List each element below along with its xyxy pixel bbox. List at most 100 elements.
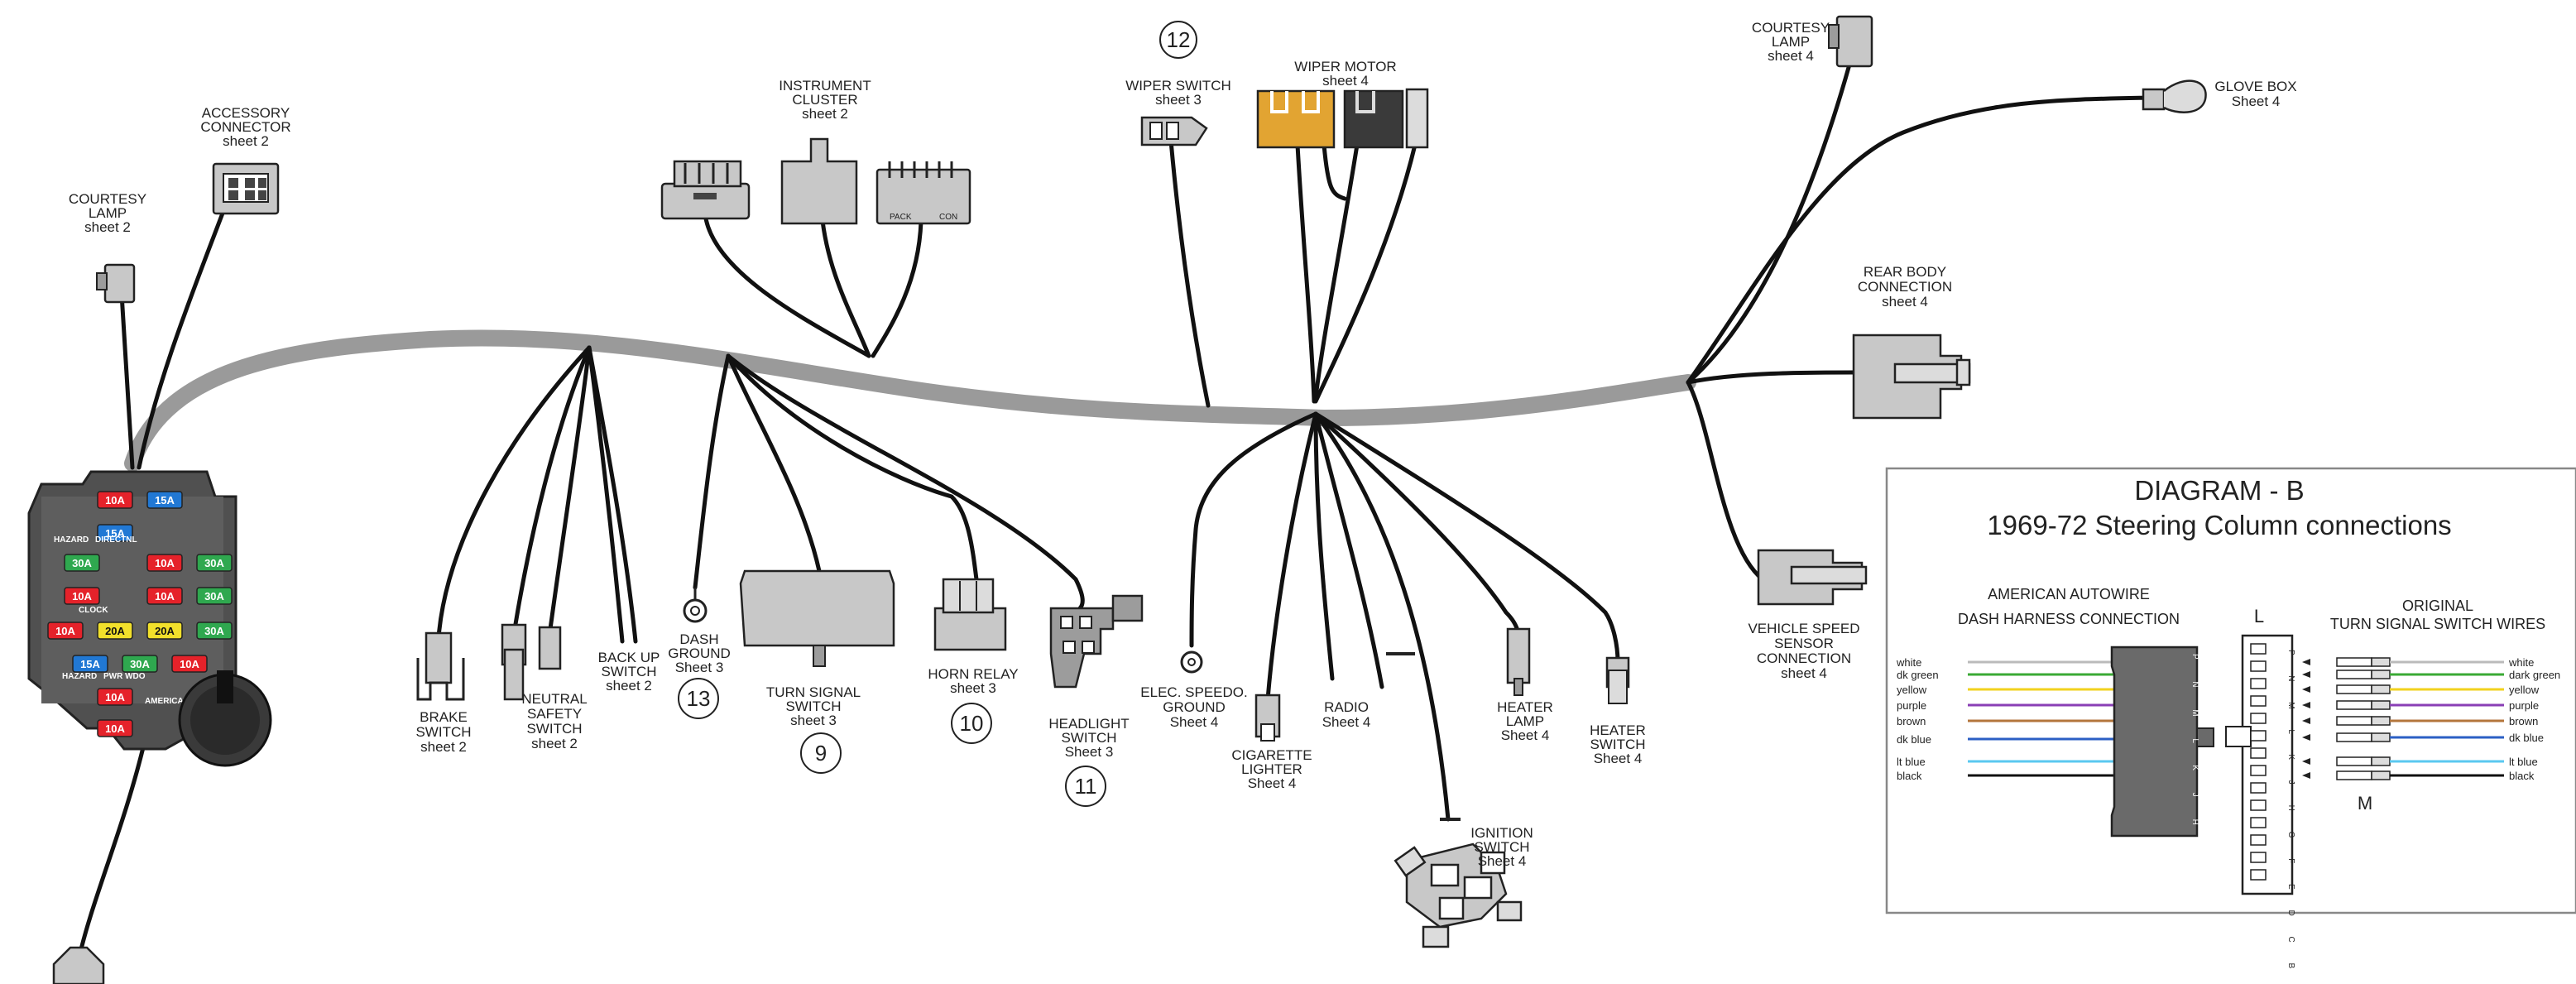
fuse-rating: 10A [105,494,125,506]
diagram-b-title: DIAGRAM - B [2134,475,2304,506]
fuse: 10A [97,688,133,706]
fuse: 20A [146,622,183,640]
left-wire-name: black [1897,770,1922,782]
fuse: 10A [64,587,100,605]
column-connector-teeth [2250,643,2267,881]
original-wire-terminal [2302,684,2391,694]
dash-harness-plug [2110,646,2199,838]
fuse-rating: 15A [80,658,100,670]
speedo-ground-terminal [1180,650,1203,674]
fuse: 10A [47,622,84,640]
left-wire-name: brown [1897,715,1926,727]
connector-tooth [2250,817,2267,828]
diagram-b-subtitle: 1969-72 Steering Column connections [1987,510,2451,540]
fuse-block-text-4: HAZARD [62,672,97,681]
diagram-b-box: DIAGRAM - B 1969-72 Steering Column conn… [1885,467,2576,984]
fuse-rating: 10A [155,557,175,569]
fuse-rating: 30A [204,557,224,569]
right-wire-name: white [2508,656,2534,669]
connector-tooth [2250,782,2267,794]
fuse-rating: 10A [155,590,175,602]
circle-12: 12 [1167,27,1191,52]
fuse: 30A [64,554,100,572]
pack-label: PACK [890,213,912,222]
connector-tooth [2250,747,2267,759]
right-wire-name: dark green [2509,669,2560,681]
fuse: 15A [97,524,133,542]
plug-pins: P N M L K J H G F E D [2190,654,2199,947]
fuse: 30A [122,655,158,673]
right-heading-2: TURN SIGNAL SWITCH WIRES [2330,616,2545,632]
wiper-motor-connectors [1256,88,1429,149]
right-wire-name: purple [2509,699,2539,712]
fuse-rating: 20A [155,625,175,637]
original-wire-terminal [2302,700,2391,710]
left-wire-name: white [1896,656,1921,669]
letter-m: M [2358,793,2372,814]
original-wire-terminal [2302,657,2391,667]
fuse-block: 10A 15A 15A 30A 10A 30A 10A 10A 30A 10A 20A 20A 30A 1… [27,470,272,984]
courtesy-lamp-left-connector [96,263,136,304]
connector-tooth [2250,643,2267,655]
fuse-rating: 15A [105,527,125,540]
ignition-switch-connector [1394,818,1523,948]
connector-tooth [2250,852,2267,863]
letter-l: L [2254,606,2264,626]
rear-body-connector [1852,334,1971,420]
fuse: 10A [97,719,133,737]
instrument-cluster-connectors: PACK CON [660,137,971,225]
accessory-connector [212,162,280,215]
column-pins: P N M L K J H G F E D C B A [2286,650,2295,984]
connector-tooth [2250,695,2267,707]
glove-box-connector [2142,79,2207,113]
sheet-reference-circles: 12 13 9 10 11 [678,21,1197,807]
fuse-block-text-3: CLOCK [79,606,108,615]
vehicle-speed-sensor-connector [1757,549,1868,606]
fuse: 20A [97,622,133,640]
horn-relay-connector [933,578,1007,651]
fuse-rating: 10A [105,722,125,735]
left-wire-name: lt blue [1897,756,1926,768]
left-wire-name: dk blue [1897,733,1931,746]
courtesy-lamp-top-connector [1828,15,1873,68]
circle-11: 11 [1075,774,1097,799]
circle-10: 10 [960,711,984,736]
right-heading-1: ORIGINAL [2402,598,2473,614]
turn-signal-switch-connector [739,569,895,667]
circle-13: 13 [687,686,711,711]
fuse-rating: 10A [55,625,75,637]
fuse: 10A [171,655,208,673]
cigarette-lighter-connector [1254,694,1281,742]
fuse-rating: 30A [130,658,150,670]
left-wire-name: purple [1897,699,1926,712]
right-wire-name: yellow [2509,684,2540,696]
fuse: 30A [196,587,233,605]
dash-ground-terminal [683,588,708,623]
fuse: 30A [196,554,233,572]
right-wire-name: brown [2509,715,2538,727]
left-wire-name: dk green [1897,669,1939,681]
fuse-rating: 15A [155,494,175,506]
right-wire-name: lt blue [2509,756,2538,768]
left-heading-2: DASH HARNESS CONNECTION [1958,611,2180,627]
con-label: CON [939,213,957,222]
right-wire-name: black [2509,770,2535,782]
